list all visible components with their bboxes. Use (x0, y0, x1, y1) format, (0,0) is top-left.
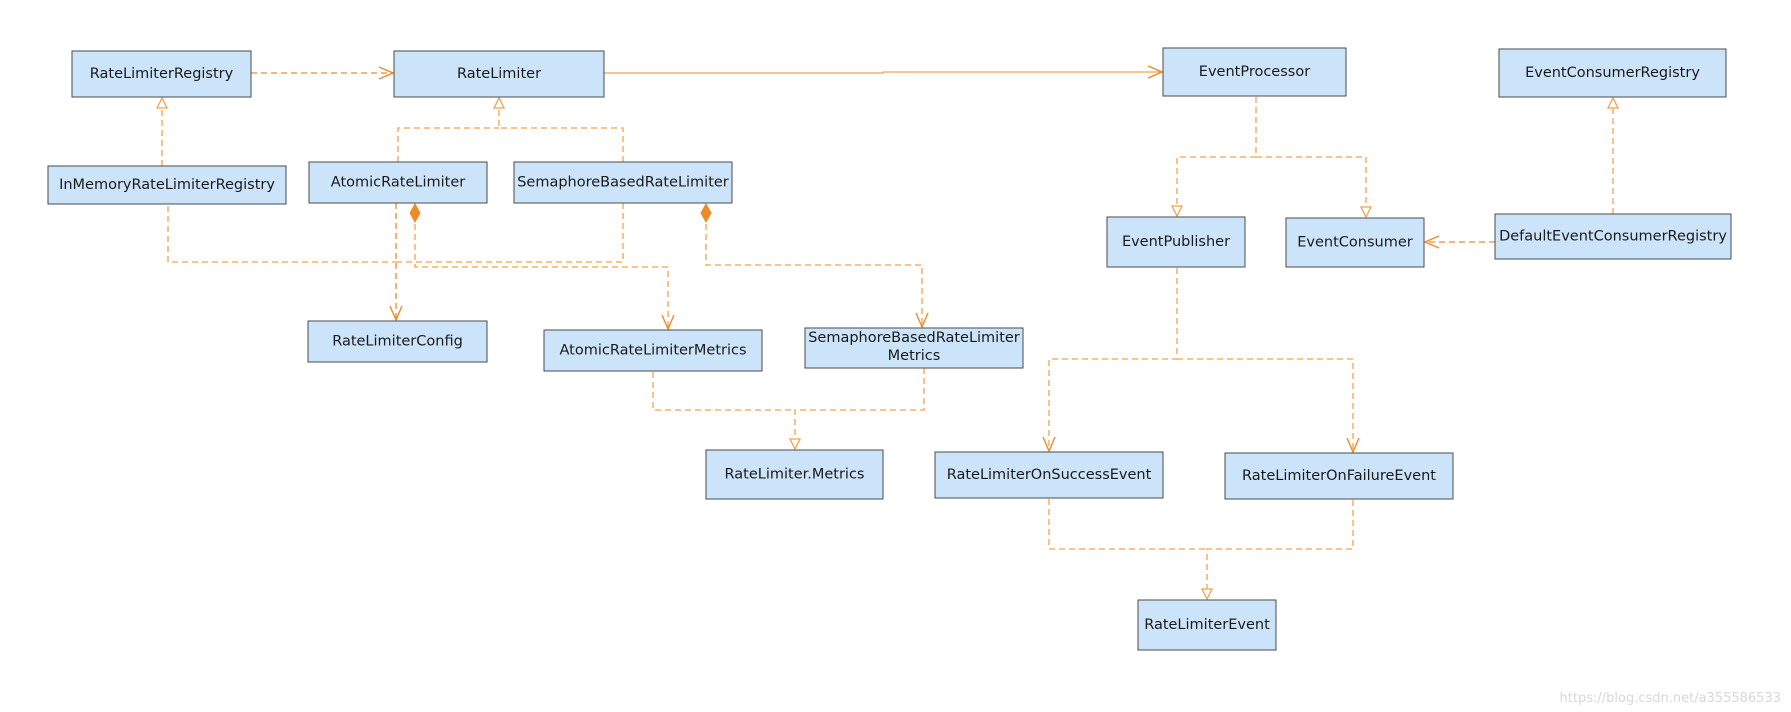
class-semaphorebasedratelimiter[interactable]: SemaphoreBasedRateLimiter (513, 161, 733, 204)
edge-ratelimiter-to-eventprocessor (603, 72, 1162, 73)
edge-layer (162, 72, 1613, 599)
edge-semaphore-to-config (396, 203, 624, 263)
edge-processor-to-publisher (1177, 97, 1257, 216)
class-label: RateLimiterEvent (1144, 617, 1270, 633)
class-label: RateLimiter (457, 66, 541, 82)
edge-atomicmetrics-realizes-metrics (652, 372, 795, 411)
class-label: RateLimiter.Metrics (725, 467, 865, 483)
class-ratelimiterconfig[interactable]: RateLimiterConfig (307, 320, 488, 363)
class-ratelimiterregistry[interactable]: RateLimiterRegistry (71, 50, 252, 98)
class-label: RateLimiterConfig (332, 334, 463, 350)
class-label: AtomicRateLimiter (331, 175, 465, 191)
class-label: SemaphoreBasedRateLimiter (808, 330, 1020, 346)
node-layer: RateLimiterRegistry RateLimiter EventPro… (47, 47, 1732, 651)
class-label: RateLimiterOnFailureEvent (1242, 468, 1436, 484)
class-defaulteventconsumerregistry[interactable]: DefaultEventConsumerRegistry (1494, 213, 1732, 260)
class-semaphorebasedratelimitermetrics[interactable]: SemaphoreBasedRateLimiter Metrics (804, 327, 1024, 369)
class-label: SemaphoreBasedRateLimiter (517, 175, 729, 191)
class-label: RateLimiterRegistry (90, 66, 234, 82)
edge-semaphore-composes-metrics (706, 204, 922, 327)
edge-success-realizes-event (1048, 499, 1207, 550)
class-label: EventConsumerRegistry (1525, 65, 1700, 81)
class-eventconsumer[interactable]: EventConsumer (1285, 217, 1425, 268)
edge-processor-to-consumer (1256, 156, 1366, 217)
edge-publisher-to-failure (1177, 358, 1353, 452)
watermark-text: https://blog.csdn.net/a355586533 (1559, 691, 1781, 706)
class-ratelimiter[interactable]: RateLimiter (393, 50, 605, 98)
edge-atomic-composes-metrics (415, 204, 668, 329)
class-label: EventConsumer (1297, 235, 1413, 251)
edge-publisher-to-success (1049, 268, 1178, 451)
class-label: InMemoryRateLimiterRegistry (59, 177, 275, 193)
edge-inmemory-to-config (167, 206, 396, 263)
class-atomicratelimiter[interactable]: AtomicRateLimiter (308, 161, 488, 204)
class-label: EventPublisher (1122, 234, 1230, 250)
class-inmemoryratelimiterregistry[interactable]: InMemoryRateLimiterRegistry (47, 165, 287, 205)
class-label: Metrics (888, 348, 941, 364)
edge-atomic-realizes-ratelimiter (397, 127, 499, 162)
class-eventprocessor[interactable]: EventProcessor (1162, 47, 1347, 97)
class-atomicratelimitermetrics[interactable]: AtomicRateLimiterMetrics (543, 329, 763, 372)
class-eventconsumerregistry[interactable]: EventConsumerRegistry (1498, 48, 1727, 98)
edge-semaphore-realizes-ratelimiter (499, 98, 624, 162)
class-ratelimiteronfailureevent[interactable]: RateLimiterOnFailureEvent (1224, 452, 1454, 500)
class-ratelimiteronsuccessevent[interactable]: RateLimiterOnSuccessEvent (934, 451, 1164, 499)
edge-failure-realizes-event (1207, 500, 1354, 599)
class-ratelimiterevent[interactable]: RateLimiterEvent (1137, 599, 1277, 651)
class-label: RateLimiterOnSuccessEvent (947, 467, 1152, 483)
class-ratelimiter-metrics[interactable]: RateLimiter.Metrics (705, 449, 884, 500)
class-label: AtomicRateLimiterMetrics (559, 343, 746, 359)
class-label: EventProcessor (1199, 64, 1310, 80)
class-eventpublisher[interactable]: EventPublisher (1106, 216, 1246, 268)
edge-semaphoremetrics-realizes-metrics (795, 368, 925, 449)
class-label: DefaultEventConsumerRegistry (1499, 229, 1727, 245)
